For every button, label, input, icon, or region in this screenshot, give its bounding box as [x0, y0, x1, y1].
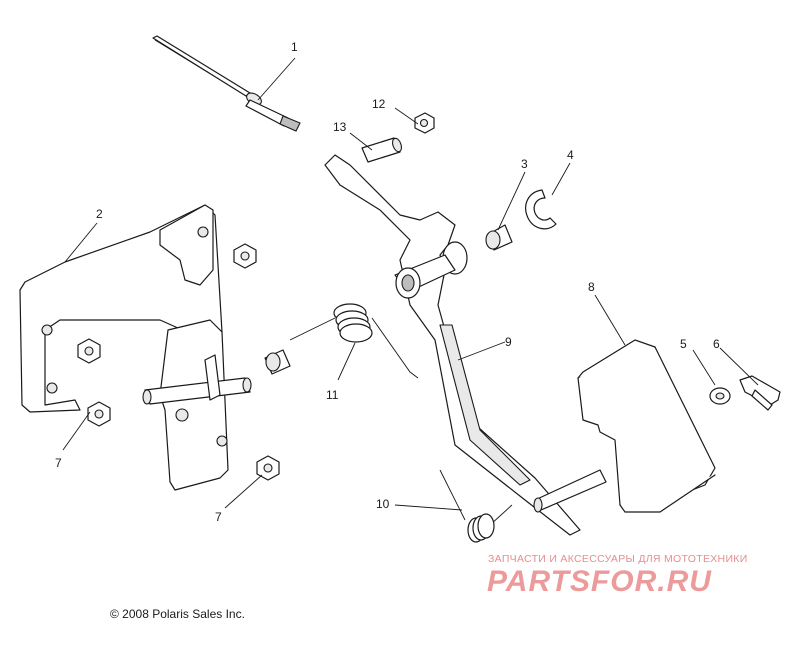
- watermark-subtitle: ЗАПЧАСТИ И АКСЕССУАРЫ ДЛЯ МОТОТЕХНИКИ: [488, 553, 748, 565]
- part-6-clip-pin: [739, 375, 781, 411]
- part-4-clip: [525, 189, 557, 230]
- part-5-washer: [709, 387, 731, 405]
- part-1-cable: [152, 35, 301, 132]
- callout-12: 12: [372, 97, 386, 111]
- part-10-spring: [439, 469, 513, 543]
- part-3-bushing: [264, 224, 513, 375]
- watermark-logo: PARTSFOR.RU: [487, 565, 712, 598]
- part-8-pedal-pad: [577, 339, 716, 513]
- part-12-nut: [414, 112, 435, 134]
- part-2-bracket: [19, 204, 252, 491]
- callout-11: 11: [326, 388, 339, 402]
- callout-9: 9: [505, 335, 512, 349]
- callout-5: 5: [680, 337, 687, 351]
- copyright-notice: © 2008 Polaris Sales Inc.: [110, 607, 245, 621]
- callout-7a: 7: [55, 456, 62, 470]
- callout-2: 2: [96, 207, 103, 221]
- callout-8: 8: [588, 280, 595, 294]
- part-13-pin: [361, 137, 403, 163]
- callout-10: 10: [376, 497, 390, 511]
- callout-3: 3: [521, 157, 528, 171]
- callout-13: 13: [333, 120, 347, 134]
- part-7-nuts: [77, 243, 280, 481]
- callout-leaders: [62, 57, 759, 511]
- callout-6: 6: [713, 337, 720, 351]
- callout-1: 1: [291, 40, 298, 54]
- callout-7b: 7: [215, 510, 222, 524]
- part-9-pedal-arm: [324, 154, 607, 536]
- part-11-spring: [289, 303, 419, 379]
- callout-4: 4: [567, 148, 574, 162]
